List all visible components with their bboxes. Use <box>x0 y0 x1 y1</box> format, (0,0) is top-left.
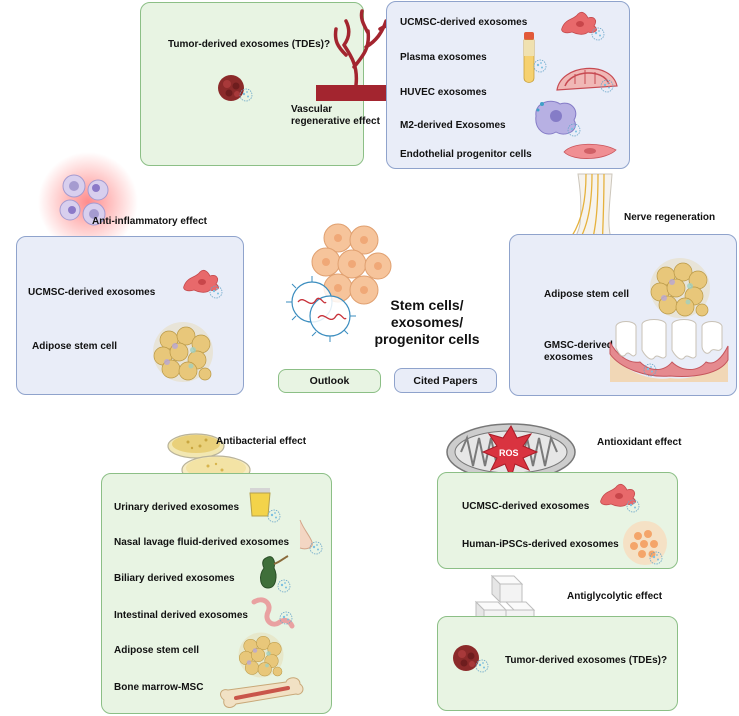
endothelial-cell-icon <box>563 143 617 159</box>
vascular-effect-line2: regenerative effect <box>291 116 380 127</box>
vascular-item: M2-derived Exosomes <box>400 120 506 131</box>
antibacterial-item: Intestinal derived exosomes <box>114 610 248 621</box>
vascular-outlook-panel <box>140 2 364 166</box>
nerve-item-adipose: Adipose stem cell <box>544 289 630 300</box>
antibacterial-item: Nasal lavage fluid-derived exosomes <box>114 537 290 548</box>
gum-teeth-icon <box>609 319 729 382</box>
vascular-item: HUVEC exosomes <box>400 87 487 98</box>
antioxidant-title: Antioxidant effect <box>597 437 682 448</box>
blood-vessel-section-icon <box>556 67 618 93</box>
nerve-title: Nerve regeneration <box>624 212 716 223</box>
macrophage-icon <box>535 100 581 137</box>
antibacterial-item: Urinary derived exosomes <box>114 502 240 513</box>
msc-cell-icon <box>561 11 605 41</box>
antibacterial-item: Biliary derived exosomes <box>114 573 235 584</box>
antioxidant-item: UCMSC-derived exosomes <box>462 501 590 512</box>
antioxidant-item: Human-iPSCs-derived exosomes <box>462 539 619 550</box>
legend-cited-papers: Cited Papers <box>394 368 497 393</box>
vascular-tde-question: Tumor-derived exosomes (TDEs)? <box>168 39 331 50</box>
legend-outlook: Outlook <box>278 369 381 393</box>
adipose-cells-icon <box>649 257 711 319</box>
anti-inflammatory-item: Adipose stem cell <box>32 341 118 352</box>
sugar-cubes-icon <box>474 574 536 632</box>
nerve-item-gmsc-line2: exosomes <box>544 352 593 363</box>
nerve-item-gmsc-line1: GMSC-derived <box>544 340 613 351</box>
antibacterial-item: Bone marrow-MSC <box>114 682 204 693</box>
nerve-item-gmsc: GMSC-derived exosomes <box>544 340 613 364</box>
antibacterial-panel <box>101 473 332 714</box>
gallbladder-icon <box>260 555 291 593</box>
vascular-effect-label: Vascular regenerative effect <box>291 104 380 128</box>
adipose-cells-icon <box>152 321 214 383</box>
vascular-effect-line1: Vascular <box>291 104 333 115</box>
ros-label: ROS <box>499 448 519 458</box>
ipsc-colony-icon <box>623 521 667 565</box>
vascular-item: UCMSC-derived exosomes <box>400 17 528 28</box>
msc-cell-icon <box>183 269 223 299</box>
tumor-icon <box>218 75 253 102</box>
vascular-item: Plasma exosomes <box>400 52 487 63</box>
center-title-line1: Stem cells/ <box>390 297 464 313</box>
antiglycolytic-item: Tumor-derived exosomes (TDEs)? <box>505 655 668 666</box>
antibacterial-title: Antibacterial effect <box>216 436 307 447</box>
antibacterial-item: Adipose stem cell <box>114 645 200 656</box>
antiglycolytic-title: Antiglycolytic effect <box>567 591 663 602</box>
stem-cell-cluster-icon <box>286 223 392 342</box>
immune-cells-icon <box>38 152 138 252</box>
tumor-icon <box>453 645 489 673</box>
center-title-line3: progenitor cells <box>374 331 480 347</box>
bone-icon <box>220 677 304 708</box>
anti-inflammatory-item: UCMSC-derived exosomes <box>28 287 156 298</box>
intestine-icon <box>251 597 295 629</box>
msc-cell-icon <box>600 483 640 513</box>
center-title: Stem cells/ exosomes/ progenitor cells <box>372 297 482 348</box>
center-title-line2: exosomes/ <box>390 314 464 330</box>
blood-tube-icon <box>523 32 547 83</box>
nose-icon <box>299 519 323 555</box>
urine-cup-icon <box>249 488 281 523</box>
anti-inflammatory-title: Anti-inflammatory effect <box>92 216 208 227</box>
mitochondria-icon <box>446 423 576 481</box>
vascular-item: Endothelial progenitor cells <box>400 149 532 160</box>
